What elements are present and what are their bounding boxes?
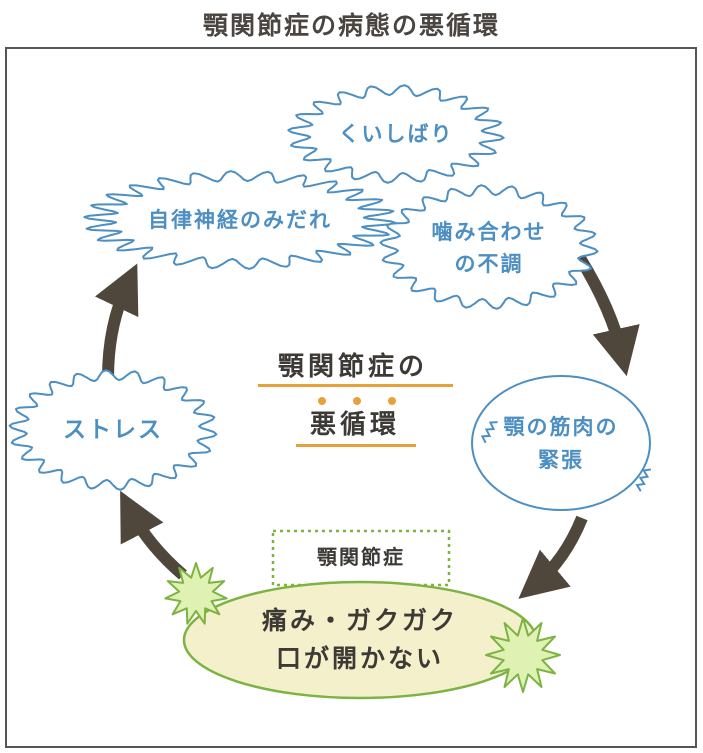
squiggle-left-icon: [480, 421, 498, 444]
page-title: 顎関節症の病態の悪循環: [202, 11, 500, 40]
emphasis-dot: [353, 397, 361, 405]
node-kinniku-label-1: 顎の筋肉の: [503, 415, 619, 439]
starburst-right-icon: [485, 617, 561, 693]
bubble-kinniku: [471, 375, 651, 511]
node-jiritsu-label: 自律神経のみだれ: [148, 208, 332, 232]
bubble-pain: [182, 580, 538, 700]
arrow-pain-to-stress: [120, 490, 187, 580]
center-title-line1: 顎関節症の: [277, 352, 428, 382]
squiggle-right-icon: [635, 468, 652, 492]
node-stress-label: ストレス: [63, 417, 163, 443]
emphasis-dot: [318, 397, 326, 405]
center-title-underline-2: [296, 444, 416, 447]
bubble-jiritsu: [83, 170, 397, 270]
label-box-text: 顎関節症: [317, 545, 405, 569]
bubble-stress: [8, 369, 218, 491]
node-kamiawase-label-2: の不調: [454, 252, 524, 276]
starburst-left-icon: [164, 562, 228, 625]
arrow-kinniku-to-pain: [518, 515, 588, 599]
label-box-gakukansetsu: [271, 529, 451, 587]
node-kuishibari-label: くいしばり: [338, 122, 454, 146]
arrow-stress-to-jiritsu: [94, 263, 139, 379]
node-kinniku-label-2: 緊張: [538, 448, 584, 472]
bubble-kuishibari: [287, 84, 505, 184]
center-title-line2: 悪循環: [309, 410, 400, 440]
bubble-kamiawase: [379, 184, 599, 310]
node-kamiawase-label-1: 噛み合わせ: [431, 220, 547, 244]
center-title-underline-1: [258, 384, 453, 387]
node-pain-label-1: 痛み・ガクガク: [261, 606, 458, 635]
node-pain-label-2: 口が開かない: [275, 644, 444, 673]
diagram-frame: [5, 47, 697, 748]
emphasis-dot: [388, 397, 396, 405]
